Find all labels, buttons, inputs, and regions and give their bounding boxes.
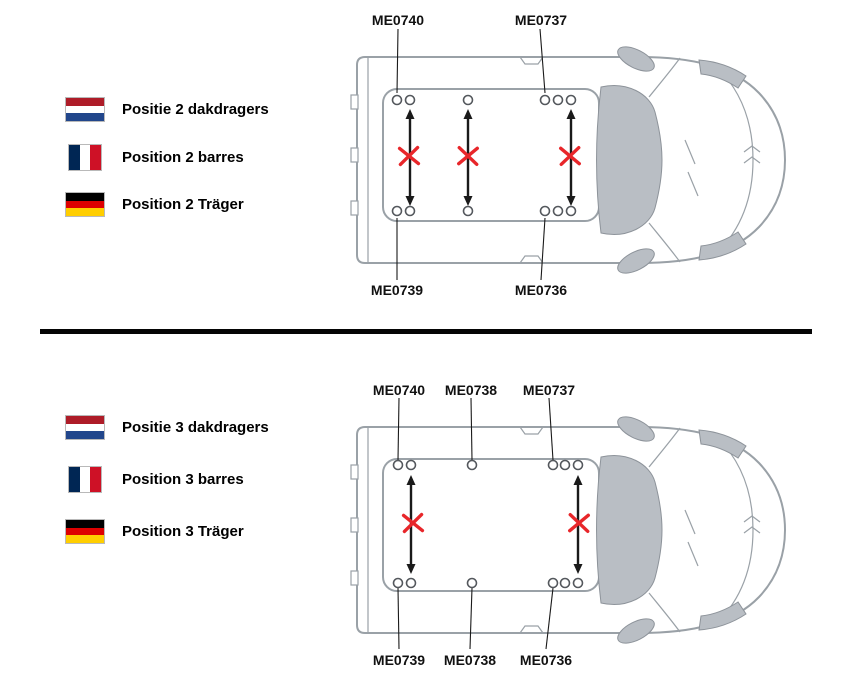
part-number-label: ME0740 bbox=[371, 12, 425, 28]
legend-label: Position 2 Träger bbox=[122, 196, 244, 213]
germany-flag-icon bbox=[65, 192, 105, 217]
legend-label: Position 3 Träger bbox=[122, 523, 244, 540]
van-top-view-diagram-position-3 bbox=[350, 397, 786, 650]
legend-label: Positie 2 dakdragers bbox=[122, 101, 269, 118]
crossed-out-marks bbox=[401, 512, 590, 534]
part-number-label: ME0738 bbox=[444, 382, 498, 398]
netherlands-flag-icon bbox=[65, 415, 105, 440]
legend-item-french: Position 3 barres bbox=[65, 466, 244, 493]
part-number-label: ME0736 bbox=[519, 652, 573, 668]
red-x-icon bbox=[559, 145, 581, 167]
legend-item-dutch: Positie 2 dakdragers bbox=[65, 97, 269, 122]
part-number-label: ME0737 bbox=[514, 12, 568, 28]
red-x-icon bbox=[401, 512, 425, 534]
france-flag-icon bbox=[68, 466, 102, 493]
red-x-icon bbox=[568, 512, 590, 534]
mounting-holes bbox=[391, 94, 577, 217]
section-divider bbox=[40, 329, 812, 334]
legend-label: Positie 3 dakdragers bbox=[122, 419, 269, 436]
leader-lines bbox=[396, 28, 546, 281]
germany-flag-icon bbox=[65, 519, 105, 544]
red-x-icon bbox=[457, 145, 479, 167]
netherlands-flag-icon bbox=[65, 97, 105, 122]
crossed-out-marks bbox=[397, 145, 581, 167]
legend-label: Position 3 barres bbox=[122, 471, 244, 488]
red-x-icon bbox=[397, 145, 421, 167]
legend-item-french: Position 2 barres bbox=[65, 144, 244, 171]
part-number-label: ME0739 bbox=[372, 652, 426, 668]
legend-item-german: Position 3 Träger bbox=[65, 519, 244, 544]
mounting-holes bbox=[392, 459, 584, 589]
part-number-label: ME0737 bbox=[522, 382, 576, 398]
part-number-label: ME0738 bbox=[443, 652, 497, 668]
leader-lines bbox=[397, 397, 554, 650]
france-flag-icon bbox=[68, 144, 102, 171]
van-top-view-diagram-position-2 bbox=[350, 28, 786, 281]
part-number-label: ME0740 bbox=[372, 382, 426, 398]
part-number-label: ME0739 bbox=[370, 282, 424, 298]
part-number-label: ME0736 bbox=[514, 282, 568, 298]
legend-item-german: Position 2 Träger bbox=[65, 192, 244, 217]
legend-item-dutch: Positie 3 dakdragers bbox=[65, 415, 269, 440]
legend-label: Position 2 barres bbox=[122, 149, 244, 166]
